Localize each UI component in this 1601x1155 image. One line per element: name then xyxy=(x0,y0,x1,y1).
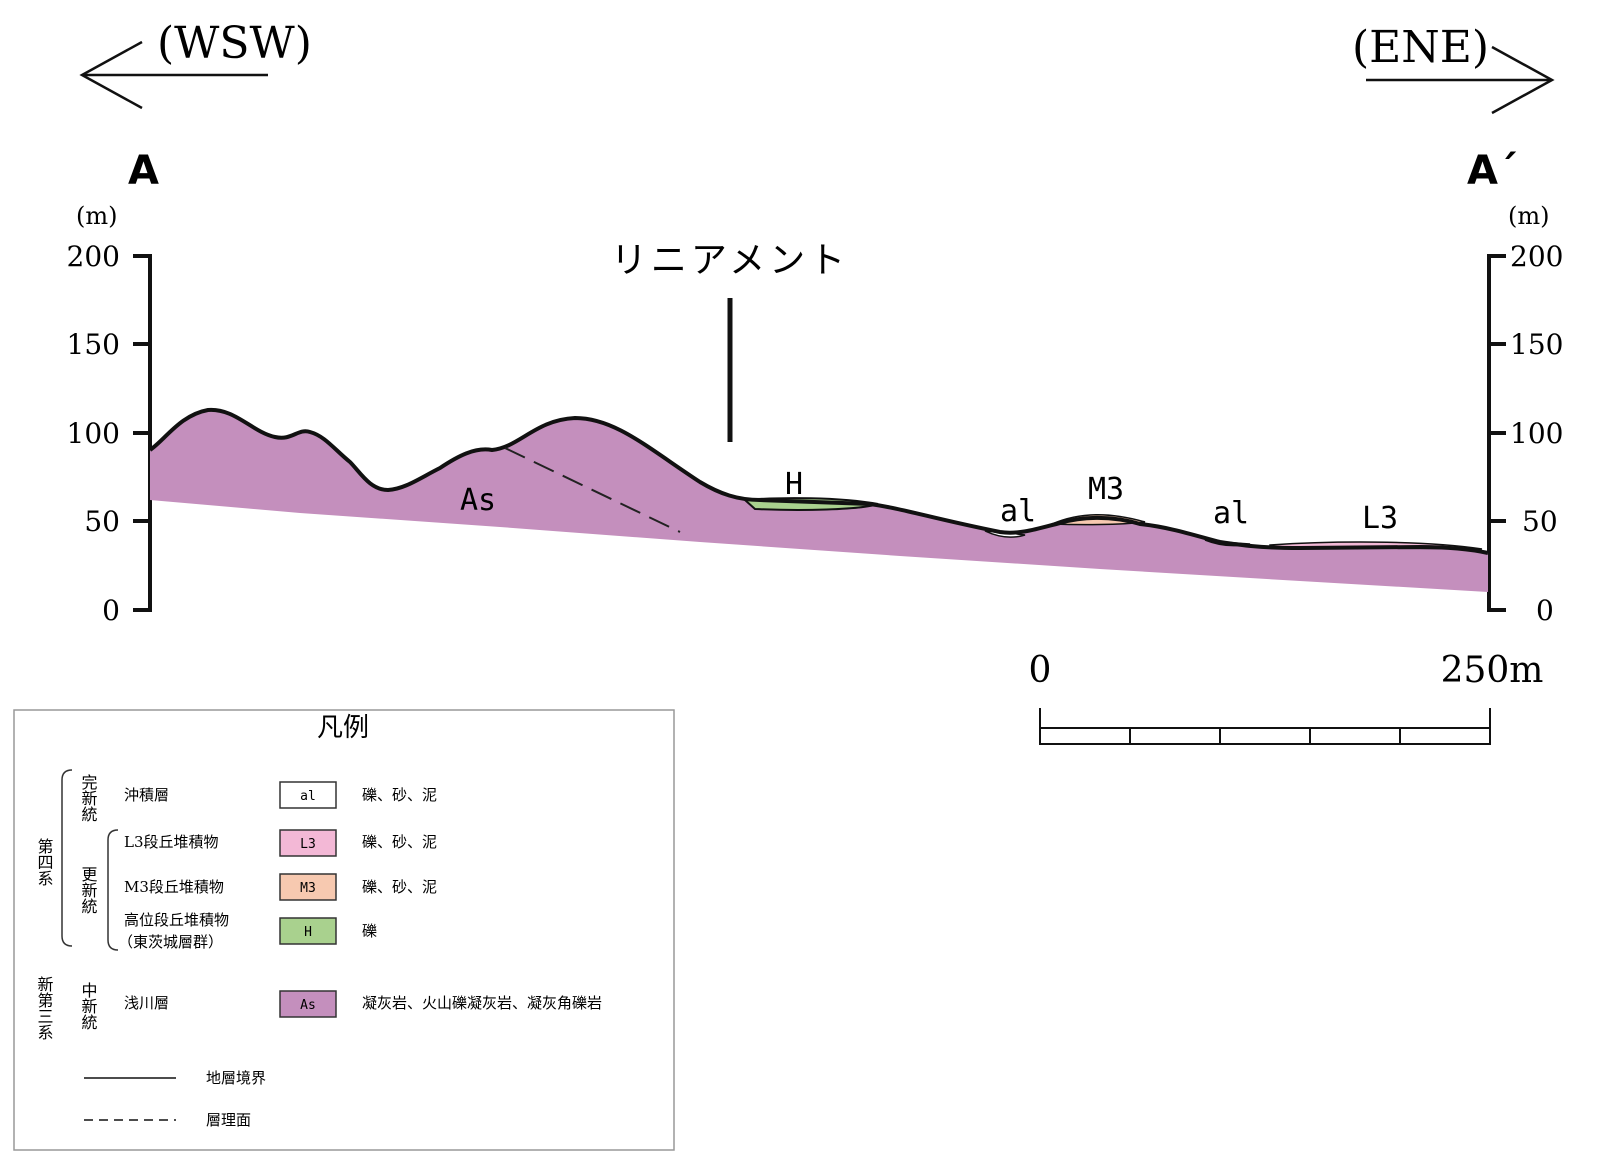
legend-row-lith: 礫、砂、泥 xyxy=(362,833,437,851)
unit-labels: As H al M3 al L3 xyxy=(460,467,1398,536)
legend-line-boundary-label: 地層境界 xyxy=(206,1069,266,1087)
tick-label: 0 xyxy=(102,594,120,627)
axis-unit-left: (m) xyxy=(76,202,117,230)
scale-bar xyxy=(1039,708,1491,745)
tick-label: 100 xyxy=(67,417,120,450)
lineament-label: リニアメント xyxy=(611,240,849,281)
legend-frame xyxy=(13,709,675,1151)
tick-label: 150 xyxy=(1510,328,1563,361)
point-label-left: A xyxy=(128,148,159,194)
legend-swatch-l3 xyxy=(279,829,337,857)
legend-row-name: L3段丘堆積物 xyxy=(124,833,219,851)
legend-swatch-code: L3 xyxy=(300,837,316,852)
tick-label: 100 xyxy=(1510,417,1563,450)
legend-swatch-as xyxy=(279,990,337,1018)
scale-label-start: 0 xyxy=(1029,650,1052,691)
legend-row-name: 沖積層 xyxy=(124,786,169,804)
legend-row-lith: 凝灰岩、火山礫凝灰岩、凝灰角礫岩 xyxy=(362,994,602,1012)
legend-row-name-sub: （東茨城層群） xyxy=(118,933,223,951)
legend-series-pleistocene: 更新統 xyxy=(79,866,98,914)
tick-label: 200 xyxy=(1510,240,1563,273)
legend-swatch-h xyxy=(279,917,337,945)
legend-bracket-quaternary xyxy=(61,769,73,947)
scale-label-end: 250m xyxy=(1441,650,1544,691)
legend-row-lith: 礫、砂、泥 xyxy=(362,786,437,804)
legend-bracket-pleistocene xyxy=(107,829,119,951)
legend-swatch-code: As xyxy=(300,998,316,1013)
tick-label: 0 xyxy=(1536,594,1554,627)
tick-label: 50 xyxy=(84,505,120,538)
tick-label: 150 xyxy=(67,328,120,361)
tick-label: 50 xyxy=(1522,505,1558,538)
elevation-axis-left xyxy=(133,254,152,612)
direction-label-left: (WSW) xyxy=(157,18,312,69)
tick-label: 200 xyxy=(67,240,120,273)
legend-swatch-code: al xyxy=(300,789,316,804)
axis-tick-labels-left: 200 150 100 50 0 xyxy=(67,240,120,627)
legend-row-name: M3段丘堆積物 xyxy=(124,878,224,896)
legend-system-neogene: 新第三系 xyxy=(35,976,54,1040)
unit-label-h: H xyxy=(785,467,803,502)
legend-series-holocene: 完新統 xyxy=(79,774,98,822)
legend-row-lith: 礫、砂、泥 xyxy=(362,878,437,896)
axis-tick-labels-right: 200 150 100 50 0 xyxy=(1510,240,1563,627)
legend-row-name: 高位段丘堆積物 xyxy=(124,911,229,929)
ground-surface-line xyxy=(148,407,1489,555)
unit-label-as: As xyxy=(460,483,496,518)
legend-system-quaternary: 第四系 xyxy=(35,838,54,886)
legend-title: 凡例 xyxy=(317,713,369,743)
legend-line-bedding-label: 層理面 xyxy=(206,1111,251,1129)
legend-swatch-code: H xyxy=(304,925,312,940)
unit-as-body xyxy=(150,409,1488,592)
unit-label-m3: M3 xyxy=(1088,472,1124,507)
legend-swatch-al xyxy=(279,781,337,809)
legend-swatch-m3 xyxy=(279,873,337,901)
legend-swatch-code: M3 xyxy=(300,881,316,896)
legend-series-miocene: 中新統 xyxy=(79,982,98,1030)
axis-unit-right: (m) xyxy=(1508,202,1549,230)
legend: 凡例 第四系 新第三系 完新統 更新統 中新統 沖積層 al 礫、砂、泥 L3段… xyxy=(13,709,675,1151)
unit-label-al-1: al xyxy=(1000,494,1036,529)
legend-row-name: 浅川層 xyxy=(124,994,169,1012)
direction-arrow-left xyxy=(79,40,268,110)
legend-row-lith: 礫 xyxy=(362,922,377,940)
point-label-right: A´ xyxy=(1467,148,1518,194)
bedding-plane-line xyxy=(504,447,681,533)
unit-label-l3: L3 xyxy=(1362,501,1398,536)
direction-arrow-right xyxy=(1366,45,1555,115)
elevation-axis-right xyxy=(1487,254,1506,612)
unit-label-al-2: al xyxy=(1213,496,1249,531)
direction-label-right: (ENE) xyxy=(1352,22,1489,73)
